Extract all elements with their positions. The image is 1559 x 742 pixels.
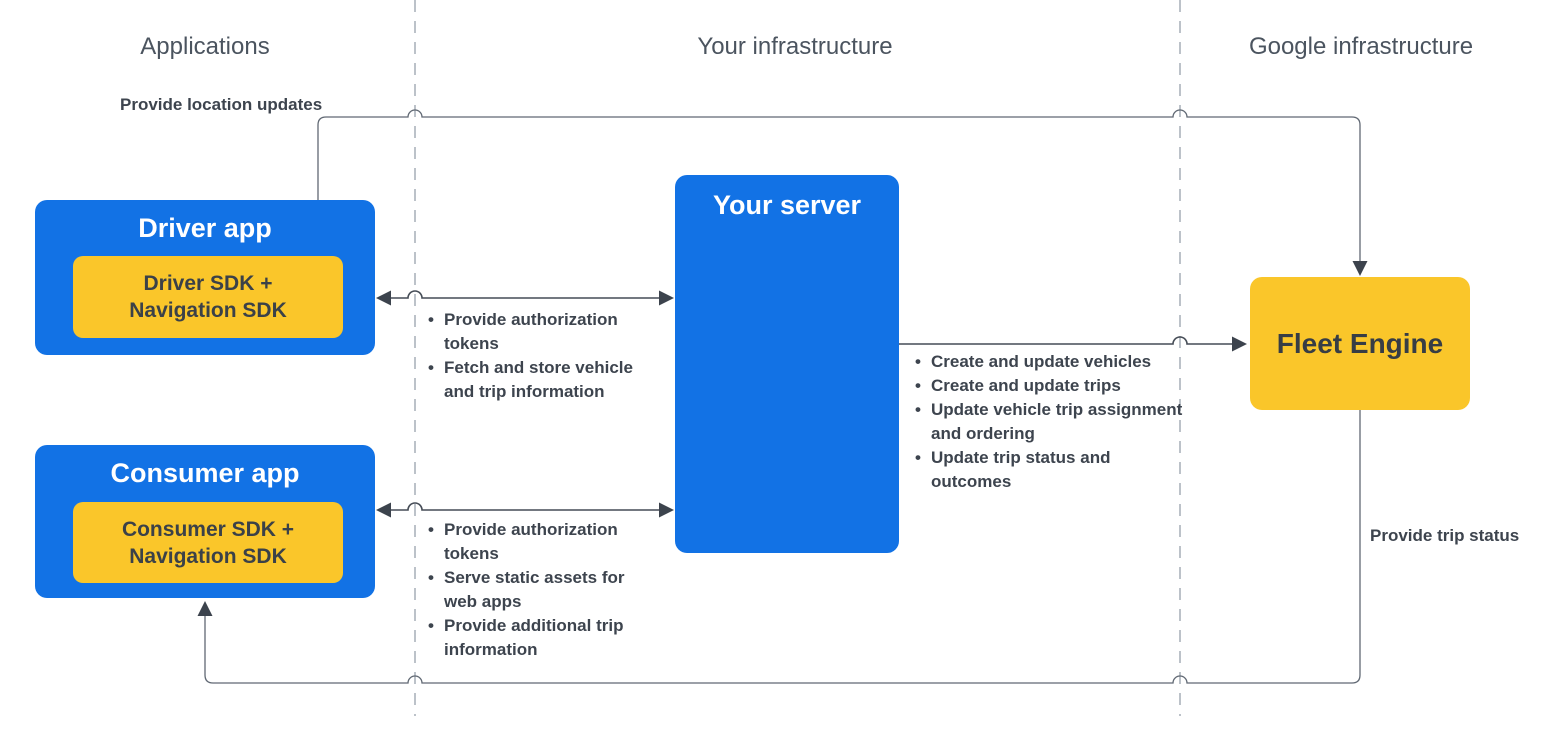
connector-server-fleet <box>899 336 1233 345</box>
arrowhead-into-consumer-app <box>376 502 391 518</box>
arrowhead-into-consumer-app-bottom <box>197 601 213 616</box>
bullet-item: Create and update vehicles <box>915 350 1185 374</box>
driver-app-title: Driver app <box>138 213 272 243</box>
bullet-item: Fetch and store vehicle and trip informa… <box>428 356 658 404</box>
node-consumer-sdk: Consumer SDK + Navigation SDK <box>73 502 343 583</box>
consumer-sdk-label: Consumer SDK + Navigation SDK <box>121 517 295 568</box>
bullet-item: Provide additional trip information <box>428 614 642 662</box>
lane-header-your-infrastructure: Your infrastructure <box>697 33 893 60</box>
bullet-item: Provide authorization tokens <box>428 308 658 356</box>
arrowhead-into-your-server-lower <box>659 502 674 518</box>
driver-sdk-label: Driver SDK + Navigation SDK <box>129 272 287 322</box>
node-driver-sdk: Driver SDK + Navigation SDK <box>73 256 343 338</box>
bullet-item: Serve static assets for web apps <box>428 566 642 614</box>
connector-driver-server <box>390 290 660 299</box>
node-your-server: Your server <box>675 175 899 553</box>
arrowhead-into-driver-app <box>376 290 391 306</box>
node-fleet-engine: Fleet Engine <box>1250 277 1470 410</box>
annotation-server-fleet: Create and update vehiclesCreate and upd… <box>915 350 1185 494</box>
lane-header-google-infrastructure: Google infrastructure <box>1248 33 1474 60</box>
bullet-item: Create and update trips <box>915 374 1185 398</box>
edge-label-provide-location-updates: Provide location updates <box>120 95 323 114</box>
your-server-title: Your server <box>712 190 862 220</box>
bullet-item: Update vehicle trip assignment and order… <box>915 398 1185 446</box>
consumer-app-title: Consumer app <box>110 458 300 488</box>
arrowhead-into-fleet-engine-top <box>1352 261 1368 276</box>
annotation-consumer-server: Provide authorization tokensServe static… <box>428 518 642 662</box>
fleet-engine-title: Fleet Engine <box>1276 327 1444 359</box>
arrowhead-into-fleet-engine-left <box>1232 336 1247 352</box>
bullet-item: Provide authorization tokens <box>428 518 642 566</box>
edge-label-provide-trip-status: Provide trip status <box>1370 526 1520 545</box>
arrowhead-into-your-server-upper <box>659 290 674 306</box>
lane-header-applications: Applications <box>140 33 270 60</box>
bullet-item: Update trip status and outcomes <box>915 446 1185 494</box>
connector-consumer-server <box>390 502 660 511</box>
annotation-driver-server: Provide authorization tokensFetch and st… <box>428 308 658 404</box>
